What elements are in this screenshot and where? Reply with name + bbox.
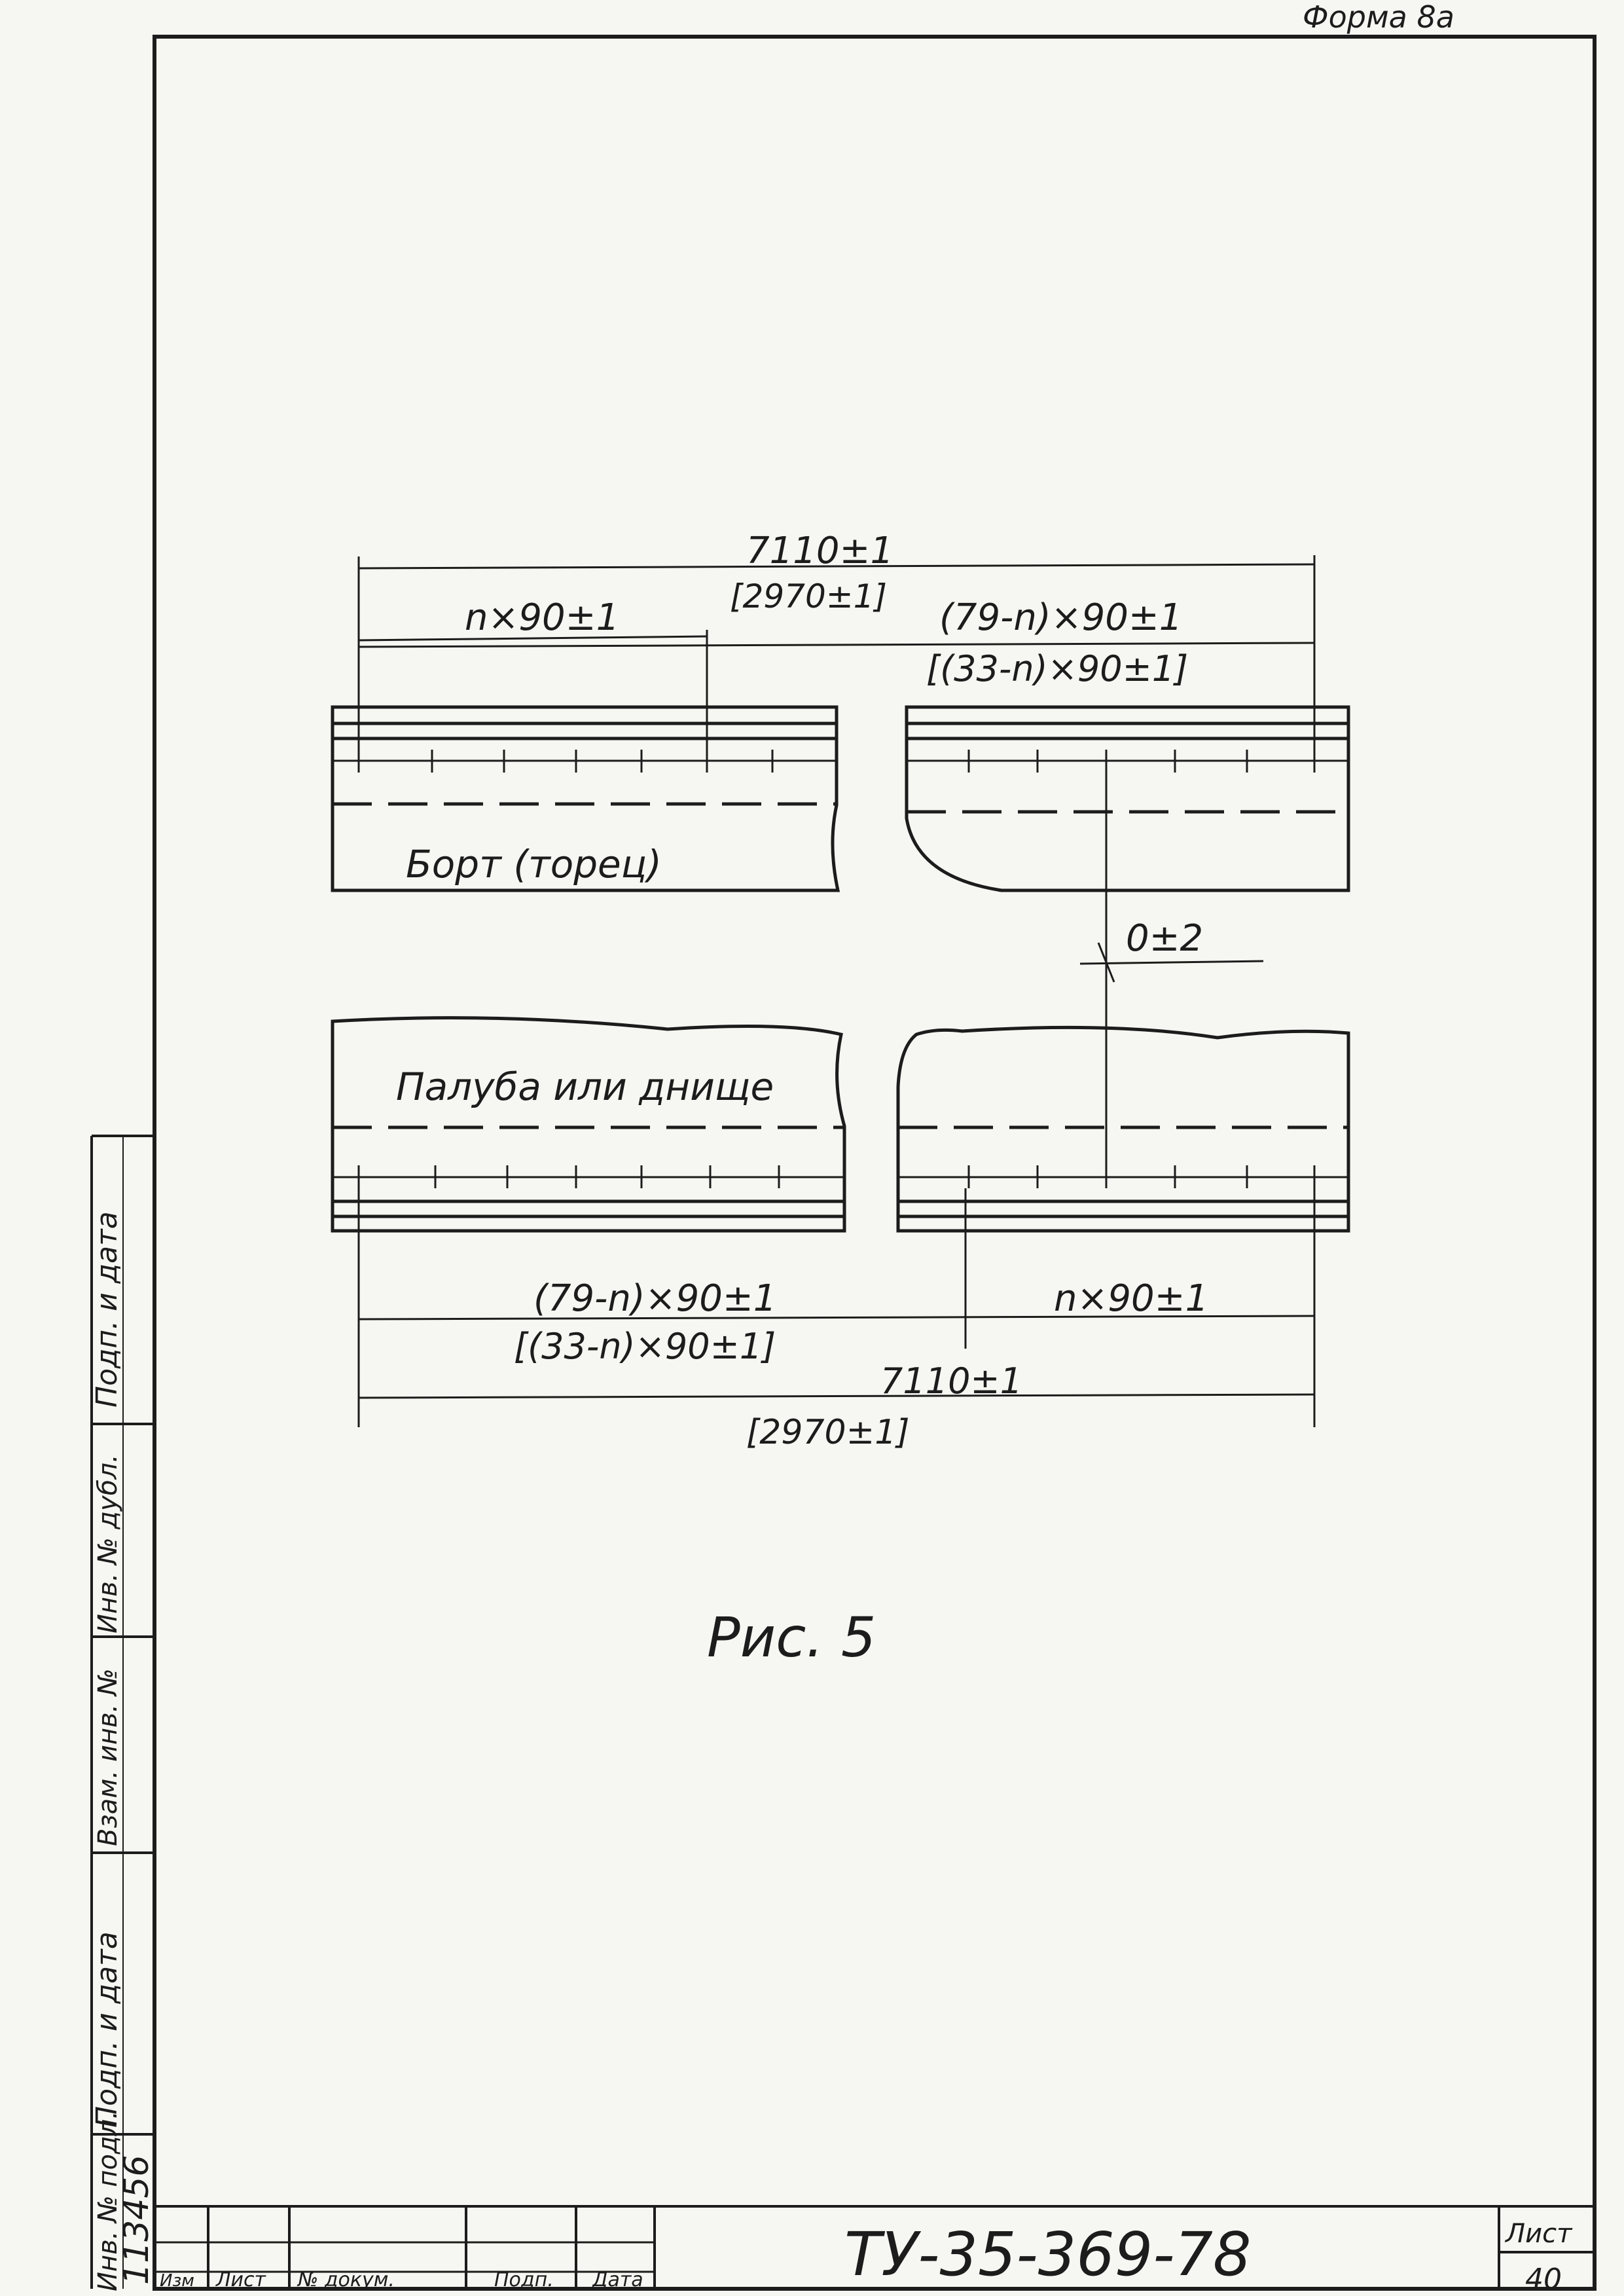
form-label: Форма 8а: [1303, 0, 1454, 35]
title-col-date: Дата: [591, 2269, 643, 2291]
bottom-left-dim: (79-n)×90±1: [533, 1277, 776, 1320]
bottom-left-plate: [331, 1016, 846, 1233]
title-block: [154, 2205, 1595, 2289]
offset-dimension: [1079, 761, 1264, 1172]
stamp-label-sign-date-1: Подп. и дата: [90, 1211, 124, 1408]
sheet-label: Лист: [1504, 2219, 1573, 2249]
top-right-dim: (79-n)×90±1: [939, 596, 1182, 639]
stamp-label-dup-inventory: Инв. № дубл.: [93, 1454, 123, 1633]
top-left-label: Борт (торец): [406, 842, 662, 886]
top-overall-dim: 7110±1: [746, 530, 893, 572]
document-code: ТУ-35-369-78: [844, 2219, 1252, 2289]
bottom-overall-dim-alt: [2970±1]: [746, 1413, 910, 1452]
title-col-signature: Подп.: [494, 2269, 554, 2291]
bottom-left-label: Палуба или днище: [396, 1065, 774, 1109]
title-col-change: Изм: [160, 2271, 194, 2291]
title-col-sheet: Лист: [215, 2269, 267, 2291]
bottom-right-plate: [896, 1025, 1350, 1233]
bottom-dimensions: [357, 1188, 1316, 1427]
top-left-ticks: [357, 750, 774, 773]
bottom-right-dim: n×90±1: [1054, 1277, 1208, 1320]
bottom-left-ticks: [357, 1165, 780, 1188]
sheet-number: 40: [1525, 2263, 1562, 2296]
title-col-doc-number: № докум.: [297, 2269, 395, 2291]
side-stamp: [90, 1135, 156, 2289]
top-right-plate: [905, 705, 1350, 892]
top-left-plate: [331, 705, 840, 892]
bottom-right-ticks: [967, 1165, 1316, 1188]
stamp-inventory-number: 113456: [117, 2155, 156, 2285]
top-left-dim: n×90±1: [465, 596, 619, 639]
bottom-overall-dim: 7110±1: [880, 1360, 1022, 1402]
stamp-label-replacement-inventory: Взам. инв. №: [93, 1668, 123, 1846]
offset-dim-label: 0±2: [1126, 917, 1203, 960]
stamp-label-sign-date-2: Подп. и дата: [90, 1931, 124, 2128]
top-dimensions: [357, 555, 1316, 766]
figure-caption: Рис. 5: [707, 1605, 876, 1669]
top-right-dim-alt: [(33-n)×90±1]: [926, 648, 1188, 689]
stamp-label-original-inventory: Инв. № подл.: [93, 2111, 123, 2291]
bottom-left-dim-alt: [(33-n)×90±1]: [514, 1326, 776, 1367]
top-overall-dim-alt: [2970±1]: [730, 577, 887, 615]
drawing-frame: [153, 35, 1597, 2291]
